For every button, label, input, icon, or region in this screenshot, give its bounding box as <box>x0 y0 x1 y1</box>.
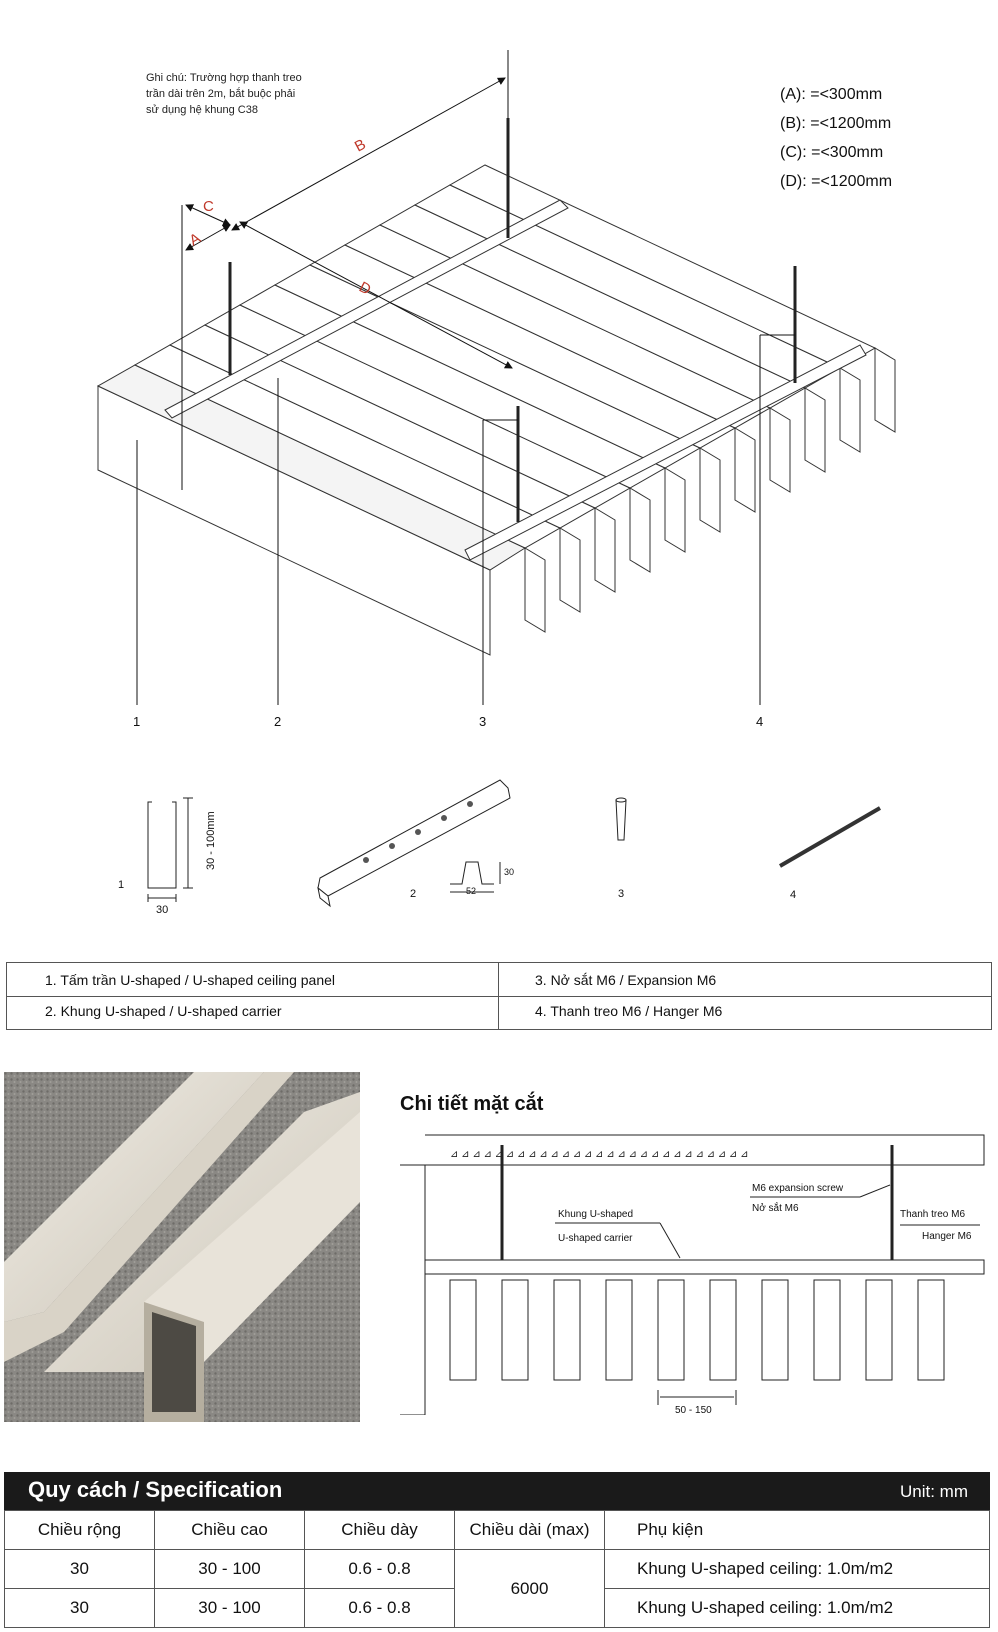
note-line: trần dài trên 2m, bắt buộc phải <box>146 88 296 100</box>
dim-b: (B): =<1200mm <box>780 115 892 132</box>
legend-item-1: 1. Tấm trần U-shaped / U-shaped ceiling … <box>45 972 336 988</box>
note-line: sử dụng hệ khung C38 <box>146 104 258 116</box>
part2-label: 2 <box>410 888 416 900</box>
part2-width: 52 <box>466 886 476 896</box>
dim-letter-c: C <box>203 198 214 215</box>
label-hanger-vi: Thanh treo M6 <box>900 1209 965 1220</box>
installation-note: Ghi chú: Trường hợp thanh treo trần dài … <box>146 70 346 118</box>
note-line: Ghi chú: Trường hợp thanh treo <box>146 72 302 84</box>
header-height: Chiều cao <box>154 1510 305 1550</box>
header-thickness: Chiều dày <box>304 1510 455 1550</box>
parts-legend: 1. Tấm trần U-shaped / U-shaped ceiling … <box>6 962 992 1030</box>
cell-accessories: Khung U-shaped ceiling: 1.0m/m2 <box>604 1588 990 1628</box>
legend-item-3: 3. Nở sắt M6 / Expansion M6 <box>535 972 717 988</box>
hanger-rods <box>228 118 797 522</box>
table-row: 30 30 - 100 0.6 - 0.8 6000 Khung U-shape… <box>4 1549 990 1628</box>
label-screw-en: M6 expansion screw <box>752 1183 844 1194</box>
part1-label: 1 <box>118 879 124 891</box>
spec-table: Quy cách / Specification Unit: mm Chiều … <box>4 1472 990 1628</box>
part4-label: 4 <box>790 889 796 901</box>
cell-thickness: 0.6 - 0.8 <box>304 1588 455 1628</box>
product-photo <box>4 1072 360 1422</box>
parts-detail: 1 30 - 100mm 30 2 30 52 3 4 <box>118 779 882 916</box>
callout-3: 3 <box>479 714 486 729</box>
header-length: Chiều dài (max) <box>454 1510 605 1550</box>
spec-header: Quy cách / Specification Unit: mm <box>4 1472 990 1510</box>
part1-width: 30 <box>156 904 168 916</box>
callout-2: 2 <box>274 714 281 729</box>
spec-grid: Chiều rộng Chiều cao Chiều dày Chiều dài… <box>4 1510 990 1628</box>
cell-height: 30 - 100 <box>154 1588 305 1628</box>
label-screw-vi: Nở sắt M6 <box>752 1201 799 1214</box>
spec-title: Quy cách / Specification <box>28 1477 283 1502</box>
carrier-profile <box>317 779 511 908</box>
expansion-anchor-drawing <box>615 797 627 841</box>
label-spacing: 50 - 150 <box>675 1405 712 1415</box>
label-carrier-vi: Khung U-shaped <box>558 1209 633 1220</box>
u-panel-profile <box>147 797 193 902</box>
part1-height: 30 - 100mm <box>205 811 217 870</box>
cell-height: 30 - 100 <box>154 1549 305 1589</box>
header-accessories: Phụ kiện <box>604 1510 990 1550</box>
dimension-limits: (A): =<300mm (B): =<1200mm (C): =<300mm … <box>780 80 892 196</box>
label-carrier-en: U-shaped carrier <box>558 1233 633 1244</box>
dim-d: (D): =<1200mm <box>780 173 893 190</box>
label-hanger-en: Hanger M6 <box>922 1231 972 1242</box>
table-header-row: Chiều rộng Chiều cao Chiều dày Chiều dài… <box>4 1510 990 1550</box>
legend-item-4: 4. Thanh treo M6 / Hanger M6 <box>535 1003 723 1019</box>
spec-unit: Unit: mm <box>900 1482 968 1501</box>
section-title: Chi tiết mặt cắt <box>400 1093 544 1115</box>
cell-width: 30 <box>4 1549 155 1589</box>
table-row: 30 30 - 100 0.6 - 0.8 Khung U-shaped cei… <box>4 1588 990 1628</box>
callout-1: 1 <box>133 714 140 729</box>
isometric-ceiling-diagram: B C A D 1 2 3 4 <box>96 50 896 729</box>
legend-item-2: 2. Khung U-shaped / U-shaped carrier <box>45 1003 282 1019</box>
dim-a: (A): =<300mm <box>780 86 883 103</box>
svg-text:⊿ ⊿ ⊿ ⊿ ⊿ ⊿ ⊿ ⊿ ⊿ ⊿ ⊿ ⊿ ⊿ ⊿ ⊿: ⊿ ⊿ ⊿ ⊿ ⊿ ⊿ ⊿ ⊿ ⊿ ⊿ ⊿ ⊿ ⊿ ⊿ ⊿ ⊿ ⊿ ⊿ ⊿ ⊿ … <box>450 1149 748 1160</box>
legend-divider <box>7 996 991 997</box>
callout-4: 4 <box>756 714 763 729</box>
part3-label: 3 <box>618 888 624 900</box>
cross-section-diagram: ⊿ ⊿ ⊿ ⊿ ⊿ ⊿ ⊿ ⊿ ⊿ ⊿ ⊿ ⊿ ⊿ ⊿ ⊿ ⊿ ⊿ ⊿ ⊿ ⊿ … <box>400 1134 985 1415</box>
dim-letter-a: A <box>187 230 204 250</box>
hanger-rod-drawing <box>778 806 882 868</box>
dim-c: (C): =<300mm <box>780 144 884 161</box>
legend-divider <box>498 963 499 1029</box>
dim-letter-b: B <box>352 136 369 156</box>
cell-accessories: Khung U-shaped ceiling: 1.0m/m2 <box>604 1549 990 1589</box>
cell-thickness: 0.6 - 0.8 <box>304 1549 455 1589</box>
header-width: Chiều rộng <box>4 1510 155 1550</box>
cell-length: 6000 <box>454 1549 605 1628</box>
cell-width: 30 <box>4 1588 155 1628</box>
part2-height: 30 <box>504 867 514 877</box>
